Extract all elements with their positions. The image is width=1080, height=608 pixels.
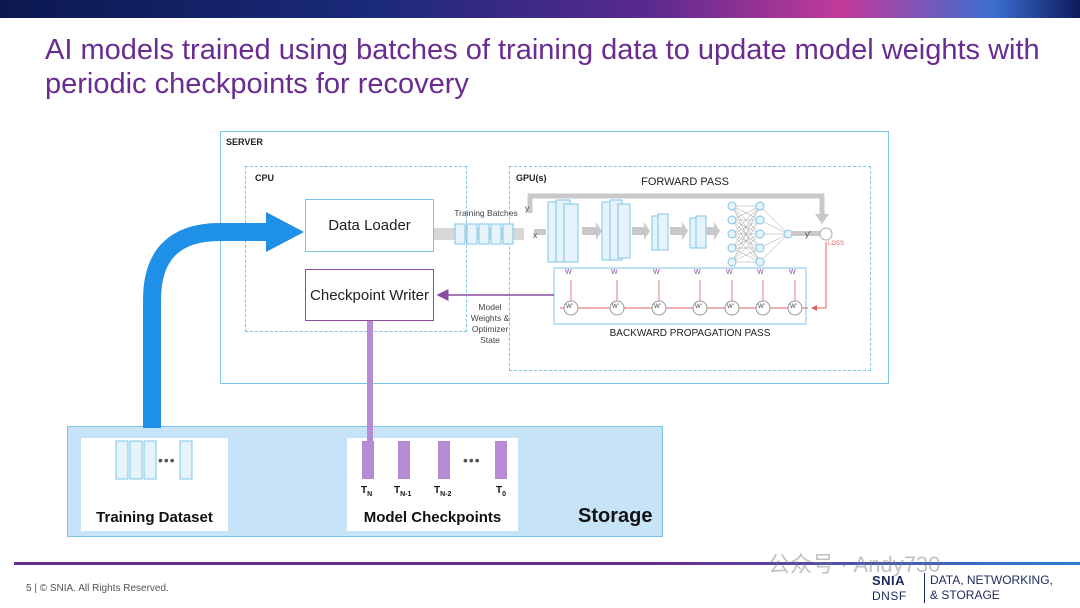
training-batches-label: Training Batches [454,208,518,218]
writer-to-storage-line [367,321,373,441]
yhat-label: y' [805,229,811,239]
backward-pass-box [553,267,807,325]
training-batch-blocks [454,223,514,245]
dnsf-logo-text: DNSF [872,589,907,603]
loss-label: LOSS [828,241,845,247]
w-label: W [789,269,796,276]
backprop-risers [570,280,796,301]
tagline-line-2: & STORAGE [930,588,1000,602]
dataset-blocks [115,440,193,480]
wprime-label: W' [695,304,702,310]
server-container [220,131,889,384]
dataset-to-loader-arrow [143,223,268,428]
tagline-line-1: DATA, NETWORKING, [930,573,1053,587]
x-label: x [533,230,538,240]
slide-title: AI models trained using batches of train… [45,34,1040,100]
tagline: DATA, NETWORKING, & STORAGE [924,573,1053,603]
output-connector [792,231,822,236]
footer-divider [14,562,1080,565]
header-banner [0,0,1080,18]
checkpoint-tick-n-1: TN-1 [394,485,412,498]
wprime-label: W' [654,304,661,310]
cpu-label: CPU [255,173,275,183]
data-loader-box: Data Loader [305,199,434,252]
wprime-label: W' [790,304,797,310]
network-nodes [727,201,793,267]
checkpoint-bars [362,441,507,479]
loss-node [819,227,833,241]
checkpoint-ellipsis: ••• [463,452,481,468]
copyright-text: 5 | © SNIA. All Rights Reserved. [26,583,169,594]
storage-label: Storage [578,505,653,527]
w-label: W [757,269,764,276]
wprime-label: W' [758,304,765,310]
forward-pass-arrow [527,193,825,216]
model-checkpoints-panel [347,438,518,531]
model-checkpoints-label: Model Checkpoints [363,509,502,526]
model-weights-label: Model Weights & Optimizer State [470,302,510,345]
training-dataset-label: Training Dataset [96,509,213,526]
dataset-ellipsis: ••• [158,452,176,468]
checkpoint-tick-0: T0 [496,485,507,498]
loss-feedback-line [811,242,827,311]
w-label: W [726,269,733,276]
snia-logo-text: SNIA [872,573,906,588]
forward-pass-label: FORWARD PASS [641,176,729,188]
checkpoint-writer-box: Checkpoint Writer [305,269,434,321]
network-layers [547,199,707,263]
wprime-label: W' [612,304,619,310]
checkpoint-tick-n: TN [361,485,373,498]
cpu-container [245,166,467,332]
w-label: W [653,269,660,276]
backward-pass-label: BACKWARD PROPAGATION PASS [609,328,771,339]
w-label: W [565,269,572,276]
wprime-label: W' [566,304,573,310]
checkpoint-tick-n-2: TN-2 [434,485,452,498]
y-label: y [525,203,530,213]
watermark: 公众号 · Andy730 [768,552,941,577]
wprime-label: W' [727,304,734,310]
server-label: SERVER [226,137,263,147]
w-label: W [611,269,618,276]
w-label: W [694,269,701,276]
layer-connectors [534,222,720,240]
gpu-container [509,166,871,371]
gpu-label: GPU(s) [516,173,547,183]
dense-network [731,205,789,263]
dataset-arrow-head [266,212,304,252]
